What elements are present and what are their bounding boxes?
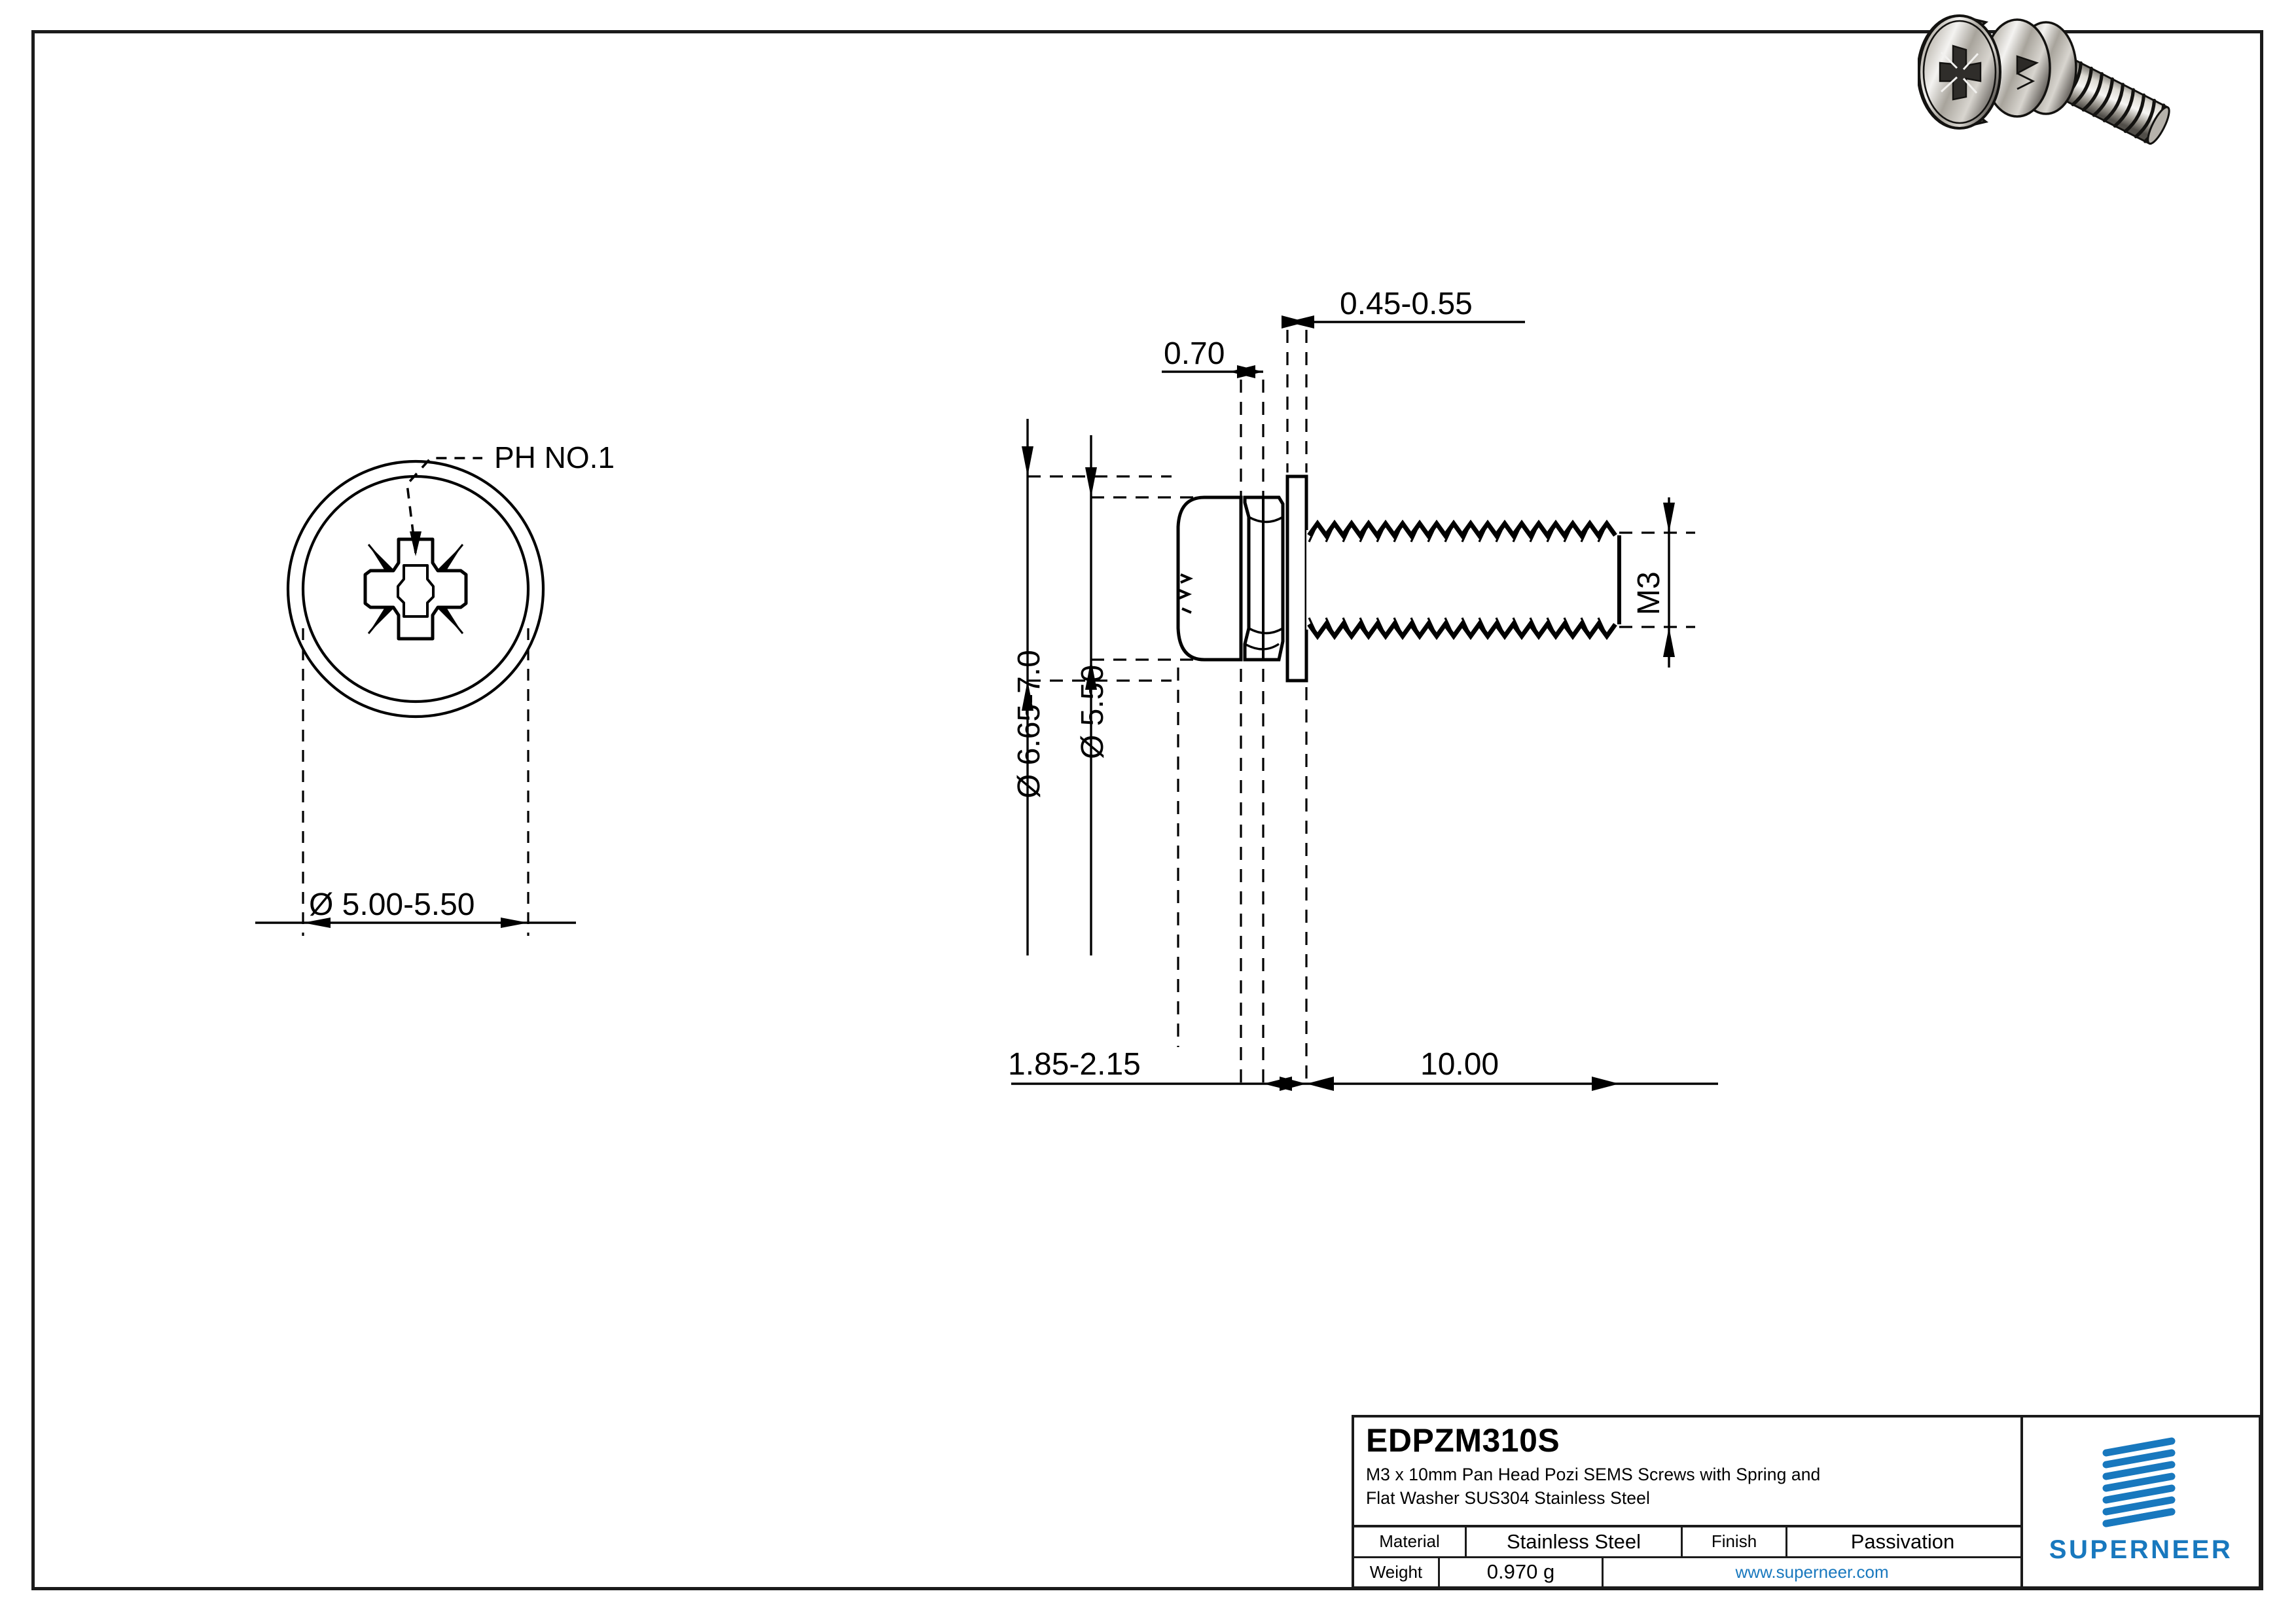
part-description: M3 x 10mm Pan Head Pozi SEMS Screws with…	[1366, 1463, 2020, 1510]
top-view-diameter-label: Ø 5.00-5.50	[309, 887, 475, 922]
drawing-frame-border	[31, 30, 2263, 1590]
part-description-line-2: Flat Washer SUS304 Stainless Steel	[1366, 1488, 1650, 1508]
superneer-mark-icon	[2102, 1437, 2176, 1527]
bottom-dimension-lines	[1011, 668, 1718, 1091]
isometric-render	[1918, 14, 2170, 145]
render-spring-washer	[1983, 18, 2051, 118]
flat-washer-profile	[1285, 474, 1308, 683]
weight-label: Weight	[1354, 1558, 1440, 1586]
head-outer-circle	[286, 459, 545, 719]
title-block: EDPZM310S M3 x 10mm Pan Head Pozi SEMS S…	[1352, 1415, 2261, 1589]
finish-value: Passivation	[1850, 1529, 1955, 1553]
finish-label: Finish	[1683, 1527, 1787, 1556]
stack-length-label: 1.85-2.15	[1008, 1047, 1141, 1082]
title-block-heading: EDPZM310S M3 x 10mm Pan Head Pozi SEMS S…	[1354, 1418, 2020, 1527]
head-diameter-label: Ø 6.65-7.0	[1012, 650, 1047, 798]
brand-logo: SUPERNEER	[2023, 1418, 2259, 1586]
spring-washer-diameter-label: Ø 5.50	[1075, 665, 1110, 759]
head-height-dimension	[1162, 365, 1265, 1083]
side-view: Ø 6.65-7.0 Ø 5.50 M3 0.70	[1008, 287, 1718, 1091]
render-pan-head	[1918, 14, 2001, 130]
threaded-shank	[1306, 520, 1621, 640]
top-view-diameter-dimension-line	[255, 918, 576, 928]
flat-washer-thickness-dimension	[1282, 315, 1525, 473]
title-block-left: EDPZM310S M3 x 10mm Pan Head Pozi SEMS S…	[1354, 1418, 2023, 1586]
material-label: Material	[1354, 1527, 1467, 1556]
title-block-row-material: Material Stainless Steel Finish Passivat…	[1354, 1527, 2020, 1558]
title-block-row-weight: Weight 0.970 g www.superneer.com	[1354, 1558, 2020, 1586]
ph-callout-label: PH NO.1	[494, 440, 615, 474]
shank-length-label: 10.00	[1420, 1047, 1499, 1082]
pan-head-profile	[1176, 495, 1243, 662]
head-height-label: 0.70	[1164, 336, 1225, 371]
top-view: PH NO.1 Ø 5.00-5.50	[255, 440, 615, 936]
m3-thread-label: M3	[1632, 571, 1666, 615]
brand-wordmark: SUPERNEER	[2049, 1535, 2233, 1564]
weight-value: 0.970 g	[1440, 1558, 1604, 1586]
part-description-line-1: M3 x 10mm Pan Head Pozi SEMS Screws with…	[1366, 1465, 1821, 1484]
ph-callout-leader	[406, 457, 482, 556]
part-number: EDPZM310S	[1366, 1422, 1560, 1459]
m3-thread-dimension	[1619, 497, 1695, 668]
pozidriv-recess-icon	[363, 537, 468, 641]
website-link[interactable]: www.superneer.com	[1735, 1561, 1889, 1582]
head-diameter-dimension	[1022, 419, 1172, 955]
material-value: Stainless Steel	[1467, 1527, 1683, 1556]
top-view-extension-lines	[302, 628, 529, 936]
spring-washer-diameter-dimension	[1085, 435, 1249, 955]
flat-washer-thickness-label: 0.45-0.55	[1340, 287, 1473, 321]
